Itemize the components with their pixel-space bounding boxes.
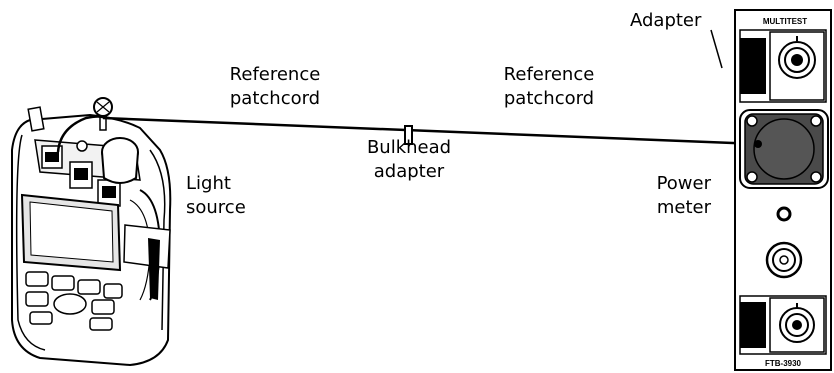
label-bulkhead-adapter-line2: adapter xyxy=(374,161,445,182)
label-power-meter: Power xyxy=(657,173,712,194)
label-reference-patchcord-left: Reference xyxy=(230,64,321,85)
source-fiber-loop xyxy=(56,115,106,153)
label-bulkhead-adapter: Bulkhead xyxy=(367,137,451,158)
label-reference-patchcord-right: Reference xyxy=(504,64,595,85)
adapter-leader-line xyxy=(710,29,723,69)
fiber-termination-point xyxy=(754,140,762,148)
light-source-device xyxy=(11,97,172,367)
label-adapter: Adapter xyxy=(630,10,702,31)
label-light-source-line2: source xyxy=(186,197,246,218)
power-meter-module: MULTITEST FTB-393 xyxy=(734,9,832,371)
label-light-source: Light xyxy=(186,173,231,194)
bulkhead-adapter-symbol xyxy=(404,125,413,145)
module-bottom-label: FTB-3930 xyxy=(765,359,802,368)
label-reference-patchcord-left-line2: patchcord xyxy=(230,88,320,109)
label-power-meter-line2: meter xyxy=(657,197,712,218)
module-top-label: MULTITEST xyxy=(763,17,807,26)
reference-patchcord-line xyxy=(102,116,759,146)
label-reference-patchcord-right-line2: patchcord xyxy=(504,88,594,109)
